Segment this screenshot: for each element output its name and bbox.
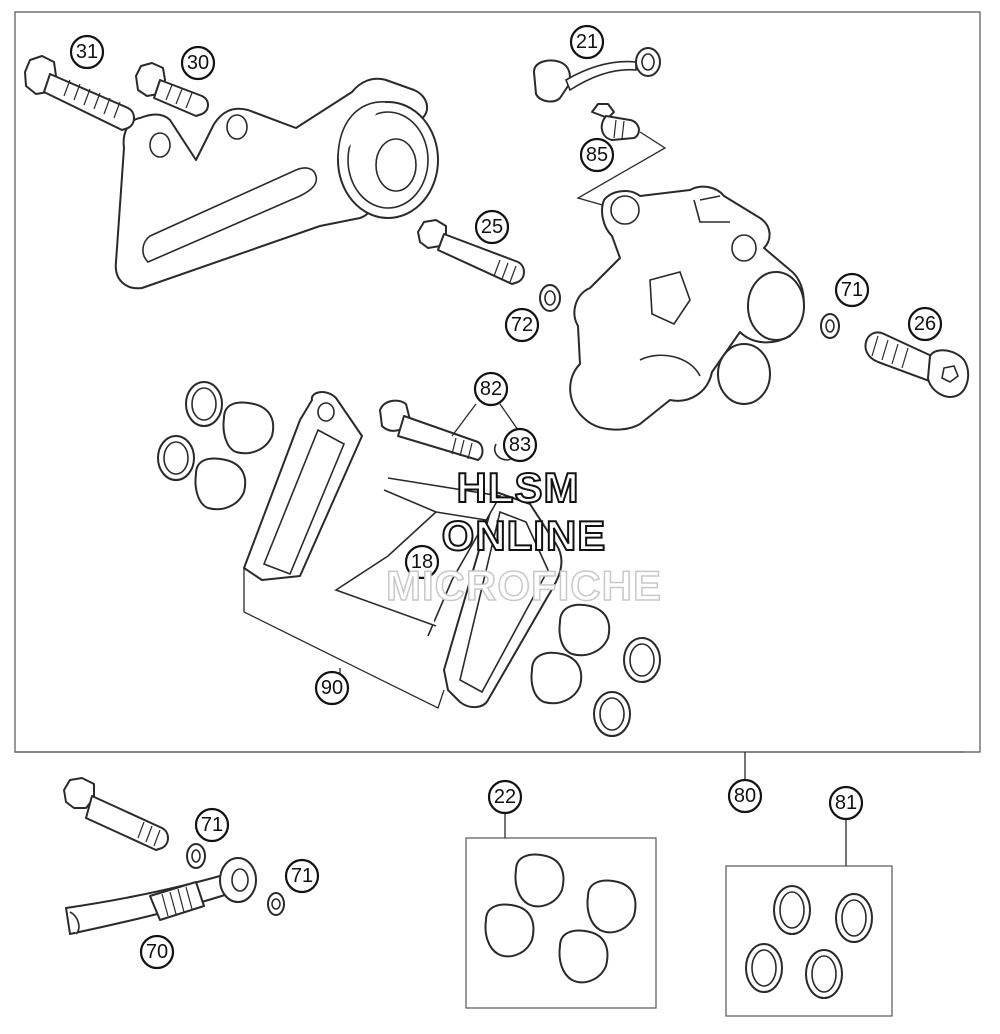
slide-pin-25[interactable] [417, 219, 525, 285]
bolt-26[interactable] [864, 331, 970, 398]
callout-22: 22 [487, 779, 523, 815]
svg-text:83: 83 [509, 434, 531, 456]
svg-text:22: 22 [494, 786, 516, 808]
bleed-cap-21[interactable] [533, 47, 661, 103]
svg-text:30: 30 [187, 52, 209, 74]
callout-83: 83 [502, 427, 538, 463]
svg-text:81: 81 [835, 792, 857, 814]
bolt-31[interactable] [24, 55, 135, 131]
piston-kit-22[interactable] [465, 808, 657, 1009]
callout-31: 31 [69, 34, 105, 70]
callout-30: 30 [180, 45, 216, 81]
svg-text:18: 18 [411, 551, 433, 573]
callout-70: 70 [139, 934, 175, 970]
brake-hose-70[interactable] [65, 857, 257, 935]
callout-85: 85 [579, 137, 615, 173]
svg-text:80: 80 [734, 785, 756, 807]
svg-text:90: 90 [321, 677, 343, 699]
callout-25: 25 [474, 209, 510, 245]
piston-seal-set-left[interactable] [157, 381, 275, 511]
bolt-30[interactable] [135, 62, 209, 117]
watermark-line-2: ONLINE [441, 511, 607, 560]
svg-text:71: 71 [841, 279, 863, 301]
callout-26: 26 [907, 306, 943, 342]
pad-pin-82[interactable] [379, 399, 484, 461]
callout-81: 81 [828, 785, 864, 821]
callout-80: 80 [727, 778, 763, 814]
brake-pad-inner[interactable] [243, 391, 363, 581]
brake-pad-outer[interactable] [443, 491, 563, 708]
bleed-screw-85[interactable] [591, 103, 640, 141]
banjo-bolt[interactable] [63, 777, 169, 851]
callout-21: 21 [569, 24, 605, 60]
watermark-line-1: HLSM [456, 463, 580, 512]
callout-82: 82 [473, 371, 509, 407]
caliper-body[interactable] [569, 185, 805, 431]
piston-seal-set-right[interactable] [530, 603, 661, 737]
svg-text:82: 82 [480, 378, 502, 400]
svg-text:26: 26 [914, 313, 936, 335]
svg-text:71: 71 [201, 814, 223, 836]
svg-text:21: 21 [576, 31, 598, 53]
callout-71-lower-b: 71 [284, 858, 320, 894]
callout-72: 72 [504, 307, 540, 343]
svg-text:31: 31 [76, 41, 98, 63]
callout-18: 18 [404, 544, 440, 580]
svg-text:25: 25 [481, 216, 503, 238]
watermark-line-3: MICROFICHE [385, 561, 662, 610]
caliper-bracket[interactable] [114, 77, 439, 290]
anti-rattle-spring-18[interactable] [334, 477, 502, 637]
svg-text:70: 70 [146, 941, 168, 963]
callout-90: 90 [314, 670, 350, 706]
seal-kit-81[interactable] [725, 818, 893, 1017]
svg-text:85: 85 [586, 144, 608, 166]
callout-71-upper: 71 [834, 272, 870, 308]
svg-text:72: 72 [511, 314, 533, 336]
svg-text:71: 71 [291, 865, 313, 887]
callout-71-lower-a: 71 [194, 807, 230, 843]
